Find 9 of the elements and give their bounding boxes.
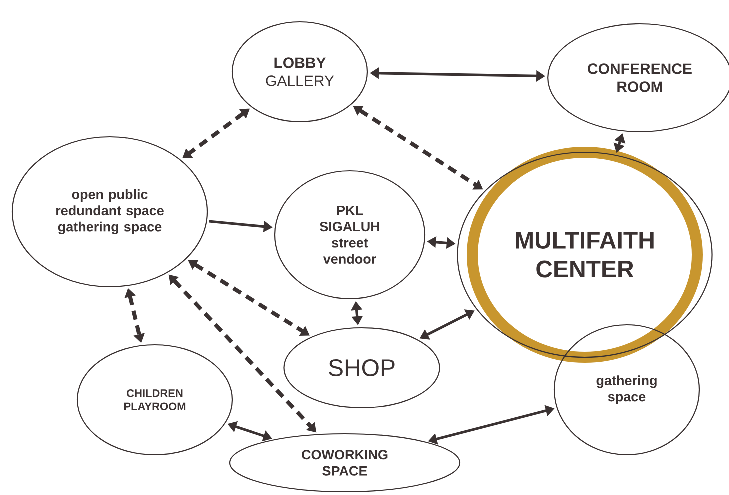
room-bubble: CONFERENCE ROOM (548, 23, 729, 133)
space-bubble: PKL SIGALUH street vendoor (274, 170, 426, 300)
room-bubble: LOBBY GALLERY (232, 21, 368, 123)
room-bubble: COWORKING SPACE (229, 433, 461, 493)
center-ring: MULTIFAITH CENTER (457, 152, 713, 358)
space-bubble: gathering space (554, 324, 700, 456)
space-bubble: open public redundant space gathering space (12, 136, 208, 288)
room-bubble: CHILDREN PLAYROOM (76, 344, 234, 456)
room-bubble: SHOP (284, 327, 440, 409)
